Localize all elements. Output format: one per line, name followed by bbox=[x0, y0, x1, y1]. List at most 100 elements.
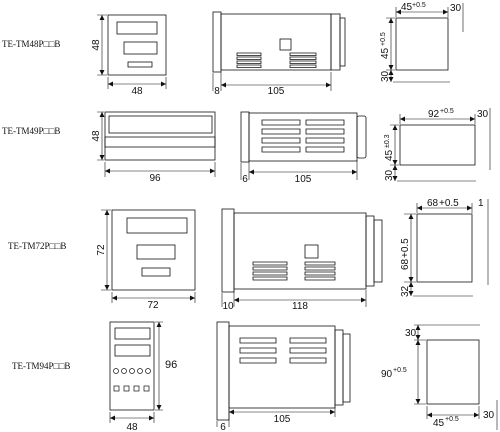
cutout-width-tolerance: +0.5 bbox=[440, 108, 454, 115]
indicator-led bbox=[145, 368, 151, 374]
display-window-secondary bbox=[136, 244, 176, 260]
display-window-secondary bbox=[123, 41, 158, 55]
display-window-secondary bbox=[114, 344, 151, 357]
depth-dimension: 118 bbox=[292, 301, 308, 312]
front-extension-lines bbox=[97, 14, 167, 89]
front-view: 48 48 bbox=[91, 14, 167, 97]
front-height-dimension: 48 bbox=[91, 39, 102, 51]
front-width-dimension: 96 bbox=[149, 173, 161, 184]
panel-cutout-view: 68 +0.5 1 68 +0.5 32 bbox=[400, 198, 489, 297]
front-bezel bbox=[216, 321, 230, 421]
model-row-tm48: TE-TM48P□□B 48 48 8 105 bbox=[2, 2, 464, 97]
cutout-height-tolerance: ±0.3 bbox=[384, 134, 391, 148]
cutout-width-tolerance: +0.5 bbox=[439, 198, 459, 209]
model-label: TE-TM72P□□B bbox=[8, 241, 66, 251]
front-height-dimension: 96 bbox=[165, 359, 177, 371]
display-window bbox=[108, 115, 213, 134]
housing bbox=[233, 212, 367, 290]
cutout-height: 90 bbox=[381, 369, 393, 380]
terminal-cover-edge bbox=[373, 219, 383, 283]
front-width-dimension: 48 bbox=[131, 86, 143, 97]
cutout-height-tolerance: +0.5 bbox=[400, 238, 411, 258]
terminal-block-right bbox=[305, 119, 345, 153]
terminal-block-right bbox=[289, 337, 327, 364]
cutout-width: 45 bbox=[433, 418, 445, 429]
front-key bbox=[143, 385, 150, 392]
terminal-block-left bbox=[239, 337, 277, 364]
panel-cutout-view: 30 90 +0.5 45 +0.5 30 bbox=[381, 324, 498, 430]
mounting-clip bbox=[279, 38, 292, 51]
cutout-spacing-x: 30 bbox=[477, 109, 489, 120]
front-panel bbox=[107, 14, 167, 76]
key-strip bbox=[104, 136, 216, 148]
cutout-width: 45 bbox=[401, 2, 413, 13]
cutout-spacing-y: 32 bbox=[400, 285, 411, 297]
front-height-dimension: 72 bbox=[96, 244, 107, 256]
cutout-spacing-x: 30 bbox=[450, 3, 462, 14]
bezel-dimension: 10 bbox=[222, 301, 234, 312]
model-label: TE-TM94P□□B bbox=[12, 361, 70, 371]
terminal-cover bbox=[365, 215, 375, 287]
front-key bbox=[133, 385, 140, 392]
cutout-width-tolerance: +0.5 bbox=[412, 2, 426, 9]
terminal-cover-edge bbox=[339, 17, 346, 67]
panel-cutout bbox=[395, 17, 449, 71]
key-strip bbox=[141, 267, 171, 277]
front-panel bbox=[109, 321, 155, 411]
bezel-dimension: 6 bbox=[220, 422, 226, 432]
cutout-width: 68 bbox=[427, 198, 439, 209]
terminal-block-right bbox=[289, 52, 317, 68]
terminal-cover bbox=[334, 329, 344, 406]
model-row-tm94: TE-TM94P□□B 96 48 bbox=[12, 321, 498, 432]
front-height-dimension: 48 bbox=[91, 130, 102, 142]
indicator-led bbox=[137, 368, 143, 374]
display-window bbox=[126, 217, 188, 234]
cutout-spacing-y: 30 bbox=[380, 70, 391, 82]
front-panel bbox=[104, 111, 216, 161]
display-window bbox=[114, 327, 151, 340]
front-view: 72 72 bbox=[96, 209, 196, 311]
front-bezel bbox=[212, 11, 222, 73]
side-view: 8 105 bbox=[212, 11, 346, 97]
model-label: TE-TM49P□□B bbox=[2, 126, 60, 136]
model-row-tm72: TE-TM72P□□B 72 72 10 118 bbox=[8, 198, 489, 312]
key-strip bbox=[127, 61, 153, 68]
side-view: 10 118 bbox=[221, 208, 383, 312]
terminal-cover bbox=[356, 115, 367, 159]
model-row-tm49: TE-TM49P□□B 48 96 6 105 92 bbox=[2, 108, 491, 185]
front-extension-lines bbox=[97, 111, 216, 177]
front-extension-lines bbox=[101, 209, 196, 303]
panel-cutout bbox=[416, 213, 473, 283]
bezel-dimension: 8 bbox=[214, 86, 220, 97]
front-width-dimension: 48 bbox=[126, 422, 138, 432]
depth-dimension: 105 bbox=[295, 174, 312, 185]
model-label: TE-TM48P□□B bbox=[2, 39, 60, 49]
display-window bbox=[116, 21, 158, 35]
terminal-block-left bbox=[236, 52, 262, 68]
terminal-block-right bbox=[304, 261, 336, 281]
cutout-spacing-x: 30 bbox=[483, 410, 495, 421]
bezel-dimension: 6 bbox=[242, 174, 248, 185]
side-view: 6 105 bbox=[240, 111, 367, 185]
side-extension-lines bbox=[212, 72, 332, 91]
panel-cutout-view: 92 +0.5 30 45 ±0.3 30 bbox=[384, 108, 491, 182]
cutout-spacing-y: 30 bbox=[405, 328, 417, 339]
panel-cutout-view: 45 +0.5 30 45 +0.5 30 bbox=[380, 2, 464, 83]
cutout-extension-lines bbox=[414, 339, 480, 419]
terminal-cover bbox=[330, 13, 341, 71]
cutout-height-tolerance: +0.5 bbox=[380, 32, 387, 46]
cutout-spacing-y: 30 bbox=[384, 169, 395, 181]
front-view: 48 96 bbox=[91, 111, 216, 184]
cutout-width-tolerance: +0.5 bbox=[445, 416, 459, 423]
cutout-height: 45 bbox=[384, 149, 395, 161]
front-key bbox=[113, 385, 120, 392]
terminal-cover-edge bbox=[342, 333, 351, 403]
front-bezel bbox=[221, 208, 235, 293]
housing bbox=[220, 13, 332, 71]
depth-dimension: 105 bbox=[268, 86, 285, 97]
cutout-width: 92 bbox=[428, 109, 440, 120]
cutout-extension-lines bbox=[386, 7, 449, 71]
indicator-led bbox=[129, 368, 135, 374]
front-bezel bbox=[240, 111, 250, 163]
